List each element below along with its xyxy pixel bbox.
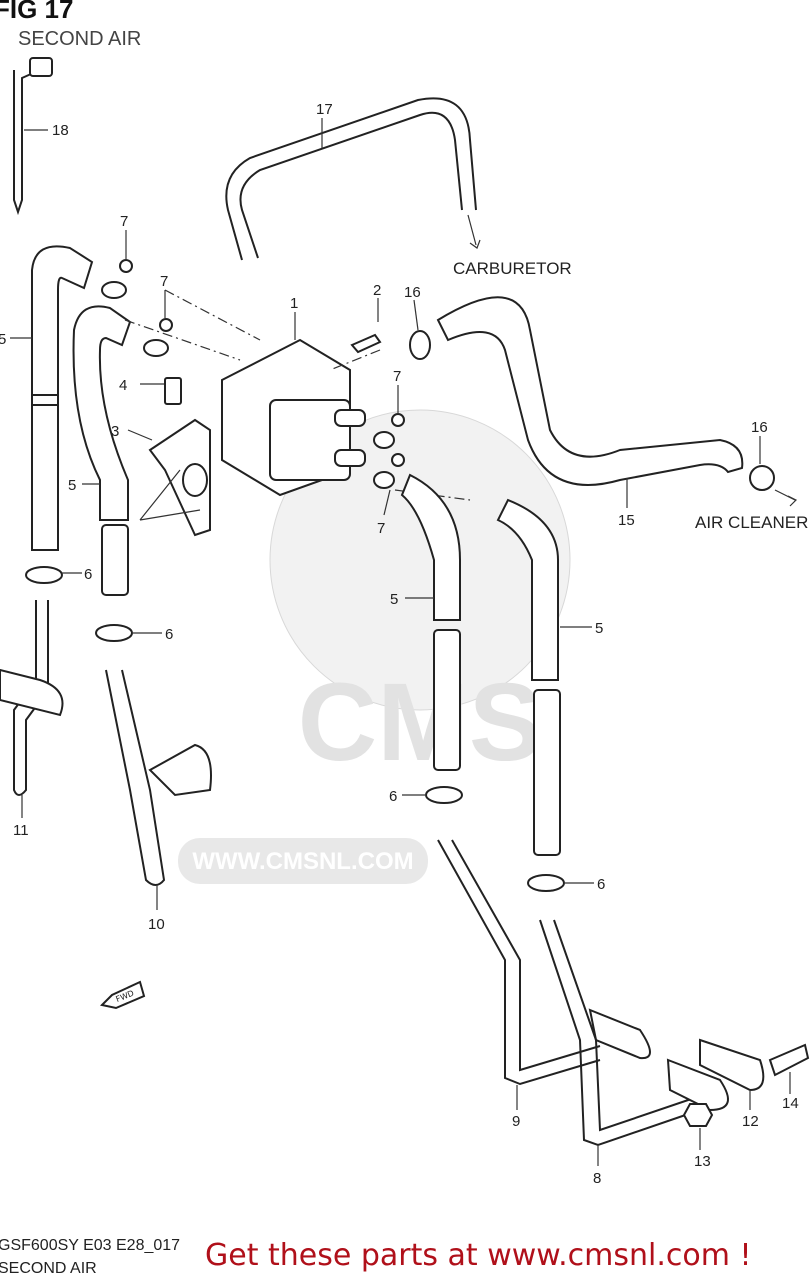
footer-subtitle: SECOND AIR	[0, 1260, 97, 1277]
promo-link[interactable]: Get these parts at www.cmsnl.com !	[205, 1238, 752, 1273]
watermark: CMS WWW.CMSNL.COM	[178, 409, 571, 884]
watermark-url: WWW.CMSNL.COM	[192, 848, 413, 875]
callout-11: 11	[13, 822, 29, 839]
part-15-hose	[409, 296, 798, 508]
callout-17: 17	[316, 101, 333, 118]
callout-16: 16	[751, 419, 768, 436]
air-cleaner-label: AIR CLEANER	[695, 513, 808, 532]
callout-6: 6	[165, 626, 173, 643]
callout-7: 7	[160, 273, 168, 290]
callouts: 18 17 7 7 1 2 16 5 4 3 7 7 5 16 15 6 6 5…	[0, 101, 799, 1187]
callout-7: 7	[377, 520, 385, 537]
figure-subtitle: SECOND AIR	[18, 28, 142, 50]
callout-5: 5	[390, 591, 398, 608]
callout-5: 5	[0, 331, 6, 348]
callout-7: 7	[393, 368, 401, 385]
part-7-clamps	[101, 230, 405, 516]
callout-7: 7	[120, 213, 128, 230]
part-17-hose	[225, 97, 481, 261]
callout-2: 2	[373, 282, 381, 299]
callout-18: 18	[52, 122, 69, 139]
callout-6: 6	[597, 876, 605, 893]
part-5-hoses-left	[10, 245, 132, 596]
callout-5: 5	[595, 620, 603, 637]
callout-13: 13	[694, 1153, 711, 1170]
callout-12: 12	[742, 1113, 759, 1130]
part-18-tie	[13, 57, 53, 216]
callout-10: 10	[148, 916, 165, 933]
callout-14: 14	[782, 1095, 799, 1112]
callout-9: 9	[512, 1113, 520, 1130]
callout-15: 15	[618, 512, 635, 529]
part-6-clamps	[25, 566, 594, 892]
callout-4: 4	[119, 377, 127, 394]
callout-8: 8	[593, 1170, 601, 1187]
callout-1: 1	[290, 295, 298, 312]
callout-6: 6	[389, 788, 397, 805]
diagram-code: GSF600SY E03 E28_017	[0, 1237, 181, 1254]
carburetor-label: CARBURETOR	[453, 259, 572, 278]
figure-title: FIG 17	[0, 0, 74, 24]
callout-6: 6	[84, 566, 92, 583]
callout-5: 5	[68, 477, 76, 494]
watermark-logo: CMS	[298, 661, 542, 784]
callout-3: 3	[111, 423, 119, 440]
part-pipes	[0, 600, 810, 1166]
part-1-reed-valve	[124, 289, 471, 537]
fwd-arrow-icon: FWD	[99, 980, 146, 1010]
part-5-hoses-center	[400, 473, 592, 856]
callout-16: 16	[404, 284, 421, 301]
